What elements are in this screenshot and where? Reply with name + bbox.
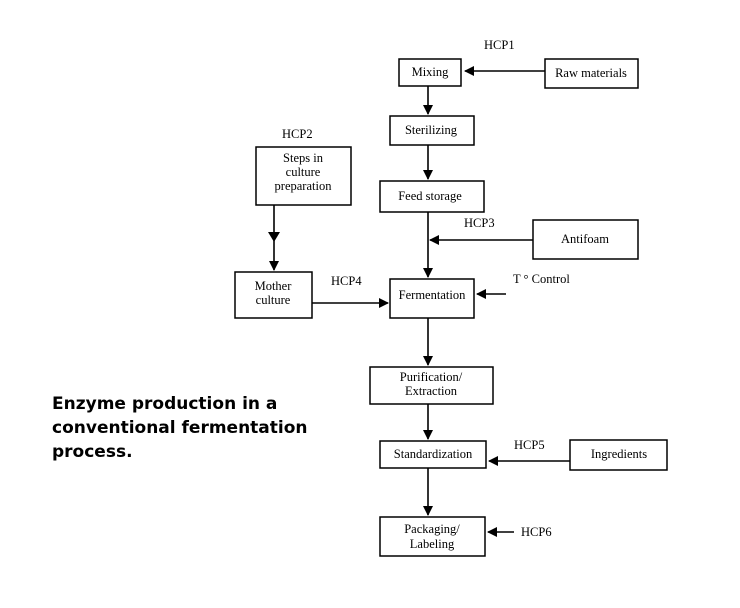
node-fermentation: Fermentation	[389, 278, 475, 319]
hcp1-label: HCP1	[484, 38, 515, 52]
node-mixing-label: Mixing	[412, 65, 450, 79]
node-feed-storage: Feed storage	[379, 180, 485, 213]
node-sterilizing: Sterilizing	[389, 115, 475, 146]
node-steps-culture-line3: preparation	[275, 179, 333, 193]
node-mother-culture: Mother culture	[234, 271, 313, 319]
node-raw-materials: Raw materials	[544, 58, 639, 89]
node-purification: Purification/ Extraction	[369, 366, 494, 405]
node-standardization: Standardization	[379, 440, 487, 469]
node-packaging: Packaging/ Labeling	[379, 516, 486, 557]
node-packaging-line2: Labeling	[410, 537, 455, 551]
node-antifoam: Antifoam	[532, 219, 639, 260]
node-antifoam-label: Antifoam	[561, 232, 609, 246]
node-purification-line2: Extraction	[405, 384, 458, 398]
node-mother-culture-line2: culture	[256, 293, 291, 307]
node-steps-culture-line2: culture	[286, 165, 321, 179]
node-fermentation-label: Fermentation	[399, 288, 466, 302]
caption: Enzyme production in a conventional ferm…	[52, 394, 308, 462]
caption-line2: conventional fermentation	[52, 418, 308, 438]
node-purification-line1: Purification/	[400, 370, 463, 384]
node-steps-culture-line1: Steps in	[283, 151, 324, 165]
node-ingredients: Ingredients	[569, 439, 668, 471]
node-feed-storage-label: Feed storage	[398, 189, 462, 203]
caption-line1: Enzyme production in a	[52, 394, 277, 414]
node-standardization-label: Standardization	[394, 447, 473, 461]
hcp6-label: HCP6	[521, 525, 552, 539]
node-mother-culture-line1: Mother	[255, 279, 293, 293]
hcp2-label: HCP2	[282, 127, 313, 141]
hcp4-label: HCP4	[331, 274, 362, 288]
hcp5-label: HCP5	[514, 438, 545, 452]
caption-line3: process.	[52, 442, 133, 462]
arrow-steps-mid-head	[268, 232, 280, 242]
temperature-control-label: T ° Control	[513, 272, 570, 286]
node-steps-culture: Steps in culture preparation	[255, 146, 352, 206]
node-packaging-line1: Packaging/	[404, 522, 460, 536]
connectors	[268, 66, 570, 537]
node-ingredients-label: Ingredients	[591, 447, 647, 461]
node-raw-materials-label: Raw materials	[555, 66, 627, 80]
node-sterilizing-label: Sterilizing	[405, 123, 458, 137]
node-mixing: Mixing	[398, 58, 462, 87]
hcp3-label: HCP3	[464, 216, 495, 230]
